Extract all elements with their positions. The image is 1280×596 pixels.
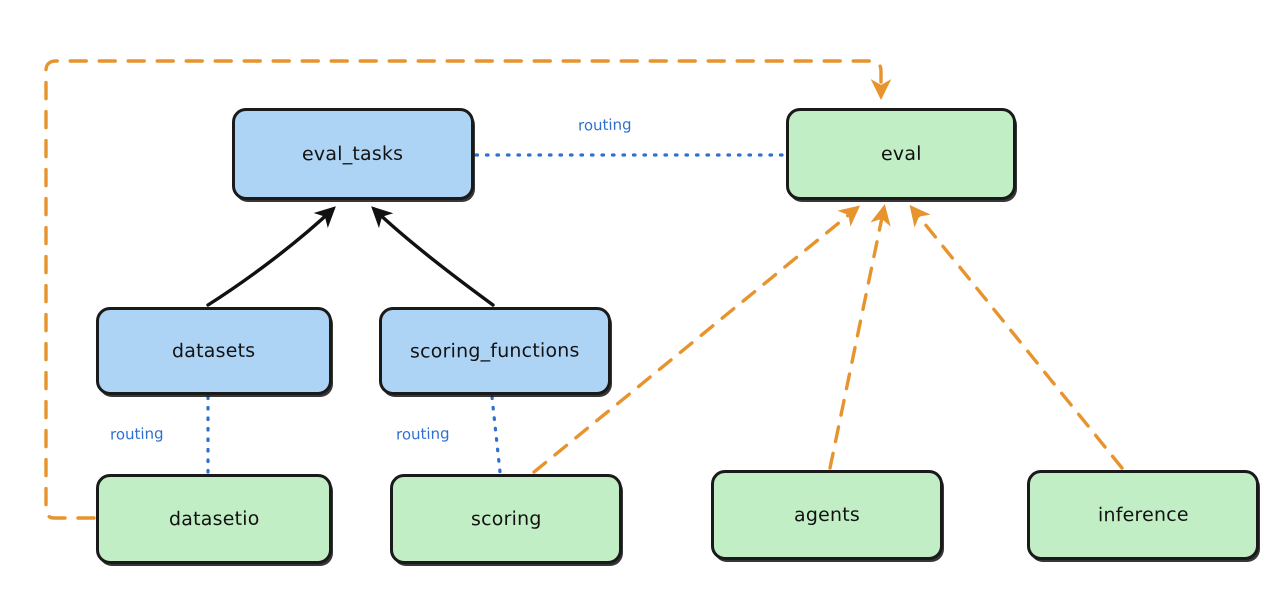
edge-agents-to-eval xyxy=(828,204,891,470)
node-inference-label: inference xyxy=(1097,503,1189,527)
node-datasetio-label: datasetio xyxy=(168,507,260,531)
node-agents-label: agents xyxy=(793,503,861,527)
node-scoring-label: scoring xyxy=(470,507,542,531)
edge-datasets-to-eval-tasks xyxy=(206,206,336,307)
node-scoring[interactable]: scoring xyxy=(390,474,622,564)
node-agents[interactable]: agents xyxy=(711,470,943,560)
edge-scoring-functions-to-scoring xyxy=(490,395,502,474)
node-eval-tasks-label: eval_tasks xyxy=(302,142,404,166)
edge-inference-to-eval xyxy=(909,204,1124,470)
edge-label-routing-eval-tasks-eval: routing xyxy=(577,115,632,135)
node-eval-label: eval xyxy=(880,142,922,166)
edge-label-routing-scoring-functions-scoring: routing xyxy=(395,424,450,444)
node-scoring-functions[interactable]: scoring_functions xyxy=(379,307,611,395)
node-scoring-functions-label: scoring_functions xyxy=(410,339,580,363)
node-datasets[interactable]: datasets xyxy=(96,307,332,395)
node-eval[interactable]: eval xyxy=(786,108,1016,200)
node-eval-tasks[interactable]: eval_tasks xyxy=(232,108,474,200)
edge-label-routing-datasets-datasetio: routing xyxy=(109,424,164,444)
node-datasetio[interactable]: datasetio xyxy=(96,474,332,564)
edge-scoring-functions-to-eval-tasks xyxy=(371,206,495,307)
node-datasets-label: datasets xyxy=(172,339,256,363)
node-inference[interactable]: inference xyxy=(1027,470,1259,560)
